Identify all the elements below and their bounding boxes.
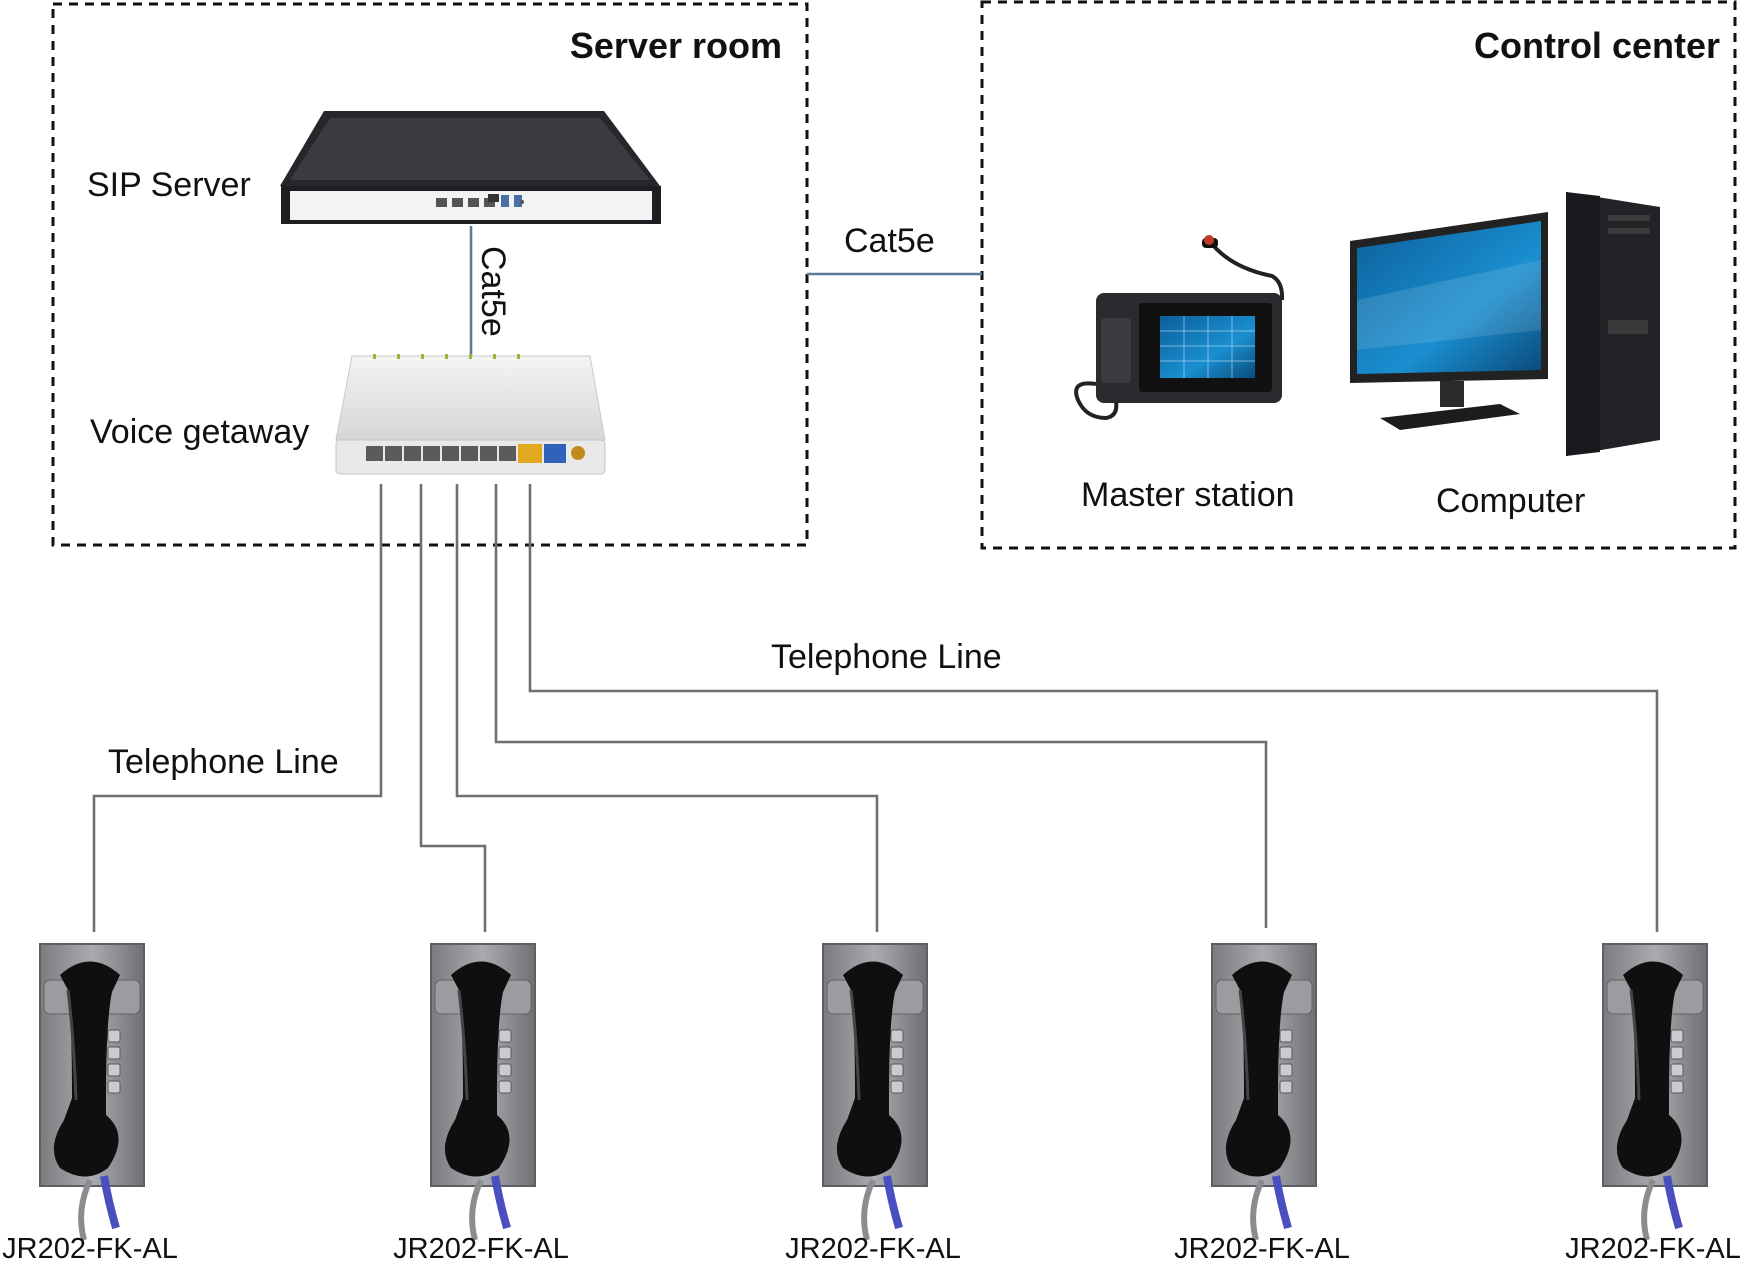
sip-server-device xyxy=(280,111,661,224)
phone-handset-icon xyxy=(39,943,145,1241)
telephone-line-label-left: Telephone Line xyxy=(108,743,339,781)
phone-4: JR202-FK-AL xyxy=(1174,943,1350,1265)
telephone-lines xyxy=(92,484,1659,932)
sip-server-label: SIP Server xyxy=(87,166,251,204)
master-station-device xyxy=(1074,235,1285,421)
cat5e-vertical-label: Cat5e xyxy=(474,246,512,337)
phone-3: JR202-FK-AL xyxy=(785,943,961,1265)
phone-model-label: JR202-FK-AL xyxy=(1565,1233,1741,1265)
master-station-label: Master station xyxy=(1081,476,1295,514)
phone-1: JR202-FK-AL xyxy=(2,943,178,1265)
control-center-title: Control center xyxy=(1474,25,1720,66)
telephone-line-5 xyxy=(528,484,1659,932)
computer-device xyxy=(1350,192,1660,456)
phone-2: JR202-FK-AL xyxy=(393,943,569,1265)
phone-model-label: JR202-FK-AL xyxy=(1174,1233,1350,1265)
voice-gateway-label: Voice getaway xyxy=(90,413,309,451)
phone-model-label: JR202-FK-AL xyxy=(785,1233,961,1265)
server-room-title: Server room xyxy=(570,25,782,66)
phone-handset-icon xyxy=(1602,943,1708,1241)
telephone-line-label-right: Telephone Line xyxy=(771,638,1002,676)
phone-handset-icon xyxy=(1211,943,1317,1241)
telephone-line-2 xyxy=(419,484,487,932)
phone-5: JR202-FK-AL xyxy=(1565,943,1741,1265)
telephone-line-3 xyxy=(455,484,879,932)
telephone-line-1 xyxy=(92,484,383,932)
voice-gateway-device xyxy=(335,354,606,475)
phone-model-label: JR202-FK-AL xyxy=(393,1233,569,1265)
computer-label: Computer xyxy=(1436,482,1585,520)
phone-model-label: JR202-FK-AL xyxy=(2,1233,178,1265)
phone-group: JR202-FK-AL JR202-FK-AL JR202-FK-AL JR202-F… xyxy=(2,943,1741,1265)
telephone-line-4 xyxy=(494,484,1268,928)
cat5e-horizontal-label: Cat5e xyxy=(844,222,935,260)
phone-handset-icon xyxy=(430,943,536,1241)
phone-handset-icon xyxy=(822,943,928,1241)
